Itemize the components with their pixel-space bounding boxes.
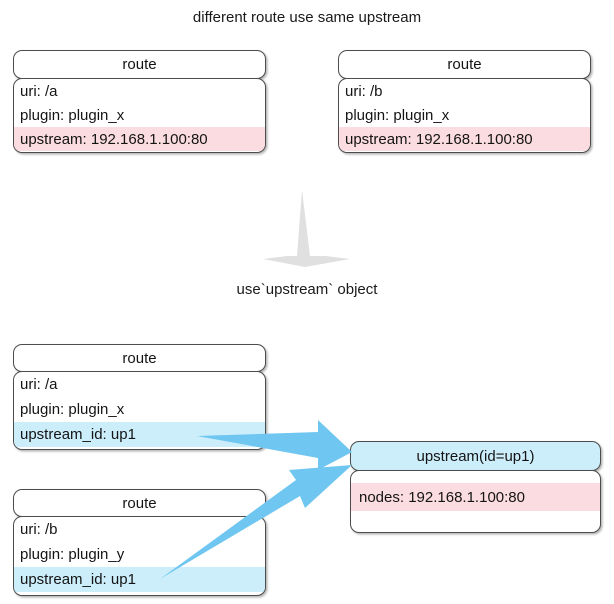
route-b-header: route (338, 50, 591, 79)
route-c-row-upstream-id: upstream_id: up1 (14, 422, 265, 447)
upstream-body-spacer-top (351, 471, 600, 483)
route-d-row-uri: uri: /b (20, 521, 58, 538)
route-c-row-plugin: plugin: plugin_x (20, 401, 125, 418)
route-c-row-uri: uri: /a (20, 376, 58, 393)
route-a-body: uri: /a plugin: plugin_x upstream: 192.1… (13, 78, 266, 153)
gray-down-arrow (263, 190, 350, 267)
diagram-title-before: different route use same upstream (192, 9, 422, 26)
route-c-body: uri: /a plugin: plugin_x upstream_id: up… (13, 371, 266, 450)
route-a-row-upstream: upstream: 192.168.1.100:80 (14, 127, 265, 151)
route-c-header: route (13, 344, 266, 372)
route-b-row-uri: uri: /b (345, 82, 383, 100)
upstream-row-nodes: nodes: 192.168.1.100:80 (351, 483, 600, 511)
route-d-row-upstream-id: upstream_id: up1 (14, 567, 265, 592)
route-d-header: route (13, 489, 266, 517)
route-b-row-upstream: upstream: 192.168.1.100:80 (339, 127, 590, 151)
route-a-header: route (13, 50, 266, 79)
route-d-body: uri: /b plugin: plugin_y upstream_id: up… (13, 516, 266, 596)
upstream-object-header: upstream(id=up1) (350, 441, 601, 471)
route-b-row-plugin: plugin: plugin_x (345, 106, 450, 124)
route-d-row-plugin: plugin: plugin_y (20, 546, 125, 563)
route-a-row-plugin: plugin: plugin_x (20, 106, 125, 124)
diagram-title-after: use`upstream` object (236, 281, 378, 298)
upstream-object-body: nodes: 192.168.1.100:80 (350, 470, 601, 533)
route-b-body: uri: /b plugin: plugin_x upstream: 192.1… (338, 78, 591, 153)
route-a-row-uri: uri: /a (20, 82, 58, 100)
